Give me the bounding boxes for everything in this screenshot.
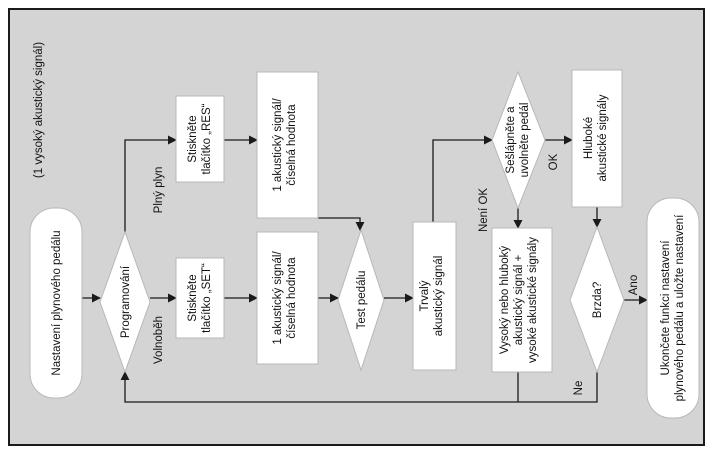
signal-top-line1: 1 akustický signál/	[272, 98, 284, 192]
press-res-line1: Stiskněte	[187, 115, 199, 162]
header-note: (1 vysoký akustický signál)	[33, 42, 45, 178]
edge-label-full-throttle: Plný plyn	[153, 167, 165, 214]
edge-label-yes: Ano	[628, 275, 640, 295]
signal-top-line2: číselná hodnota	[286, 104, 298, 186]
edge-brake-loop	[120, 371, 598, 403]
press-set-box	[175, 257, 225, 339]
press-set-line1: Stiskněte	[187, 274, 199, 321]
labels: (1 vysoký akustický signál) Nastavení pl…	[33, 42, 686, 402]
deep-signals-box	[571, 69, 623, 208]
end-terminal	[646, 197, 700, 419]
edge-continuous-press	[432, 135, 493, 222]
end-line1: Ukončete funkci nastavení	[660, 240, 672, 376]
start-label: Nastavení plynového pedálu	[51, 230, 63, 375]
start-terminal	[29, 207, 83, 399]
high-or-deep-line1: Vysoký nebo hluboký	[499, 246, 511, 355]
high-or-deep-box	[491, 227, 553, 373]
end-line2: plynového pedálu a uložte nastavení	[674, 214, 686, 402]
deep-signals-line1: Hluboké	[583, 117, 595, 159]
pedal-test-decision	[337, 228, 385, 372]
programming-decision	[99, 230, 151, 374]
edge-label-no: Ne	[573, 381, 585, 396]
high-or-deep-line3: vysoké akustické signály	[527, 237, 539, 363]
edge-signaltop-test	[318, 217, 365, 231]
signal-bottom-box	[256, 231, 319, 365]
press-release-line2: uvolněte pedál	[519, 103, 531, 178]
continuous-signal-box	[412, 221, 457, 371]
deep-signals-line2: akustické signály	[597, 94, 609, 181]
signal-bottom-line2: číselná hodnota	[286, 257, 298, 339]
edge-label-idle: Volnoběh	[153, 316, 165, 364]
press-res-line2: tlačítko „RES“	[201, 103, 213, 174]
continuous-line2: akustický signál	[433, 256, 445, 337]
press-res-box	[175, 95, 225, 183]
edge-programming-res	[124, 135, 177, 232]
press-release-line1: Sešlápněte a	[505, 106, 517, 174]
connectors	[82, 135, 648, 403]
signal-top-box	[256, 71, 319, 219]
pedal-test-label: Test pedálu	[356, 271, 368, 330]
edge-label-not-ok: Není OK	[478, 188, 490, 232]
continuous-line1: Trvalý	[419, 280, 431, 311]
brake-decision	[569, 225, 625, 374]
press-set-line2: tlačítko „SET“	[201, 263, 213, 333]
edge-label-ok: OK	[548, 153, 560, 170]
programming-label: Programování	[120, 265, 132, 338]
shapes	[29, 69, 700, 419]
high-or-deep-line2: akustický signál +	[513, 254, 525, 345]
brake-label: Brzda?	[592, 282, 604, 318]
signal-bottom-line1: 1 akustický signál/	[272, 251, 284, 345]
press-release-decision	[491, 70, 546, 210]
